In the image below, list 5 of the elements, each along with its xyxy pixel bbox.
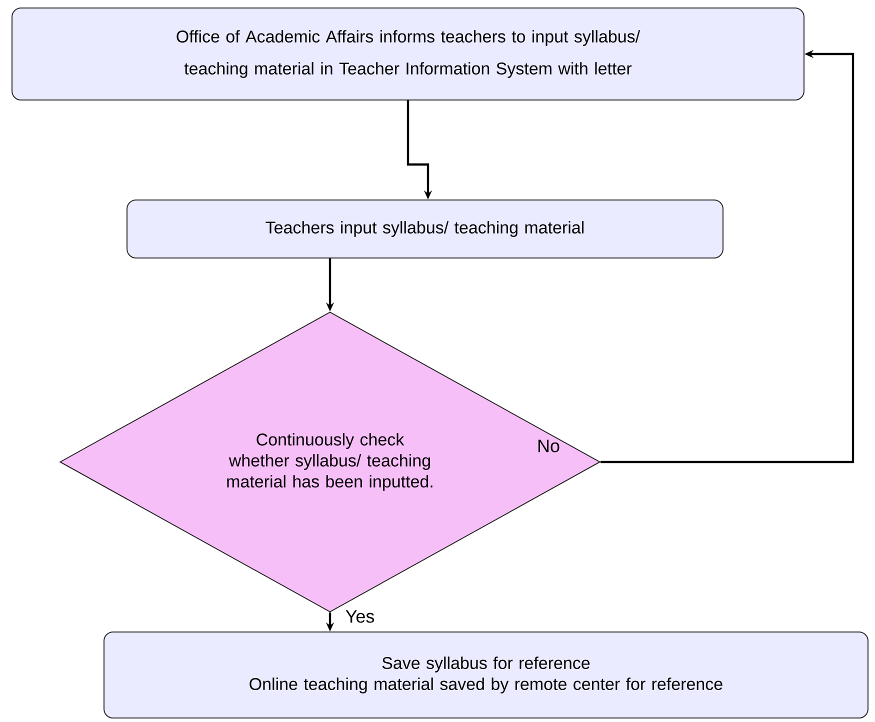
- edge-label: Yes: [346, 610, 374, 623]
- process-box: Teachers input syllabus/ teaching material: [126, 200, 724, 258]
- process-box: Office of Academic Affairs informs teachers to input syllabus/ teaching material in Teacher Information System with letter: [12, 8, 804, 100]
- edge-label: No: [538, 440, 560, 452]
- process-box: Save syllabus for reference Online teaching material saved by remote center for reference: [104, 632, 868, 718]
